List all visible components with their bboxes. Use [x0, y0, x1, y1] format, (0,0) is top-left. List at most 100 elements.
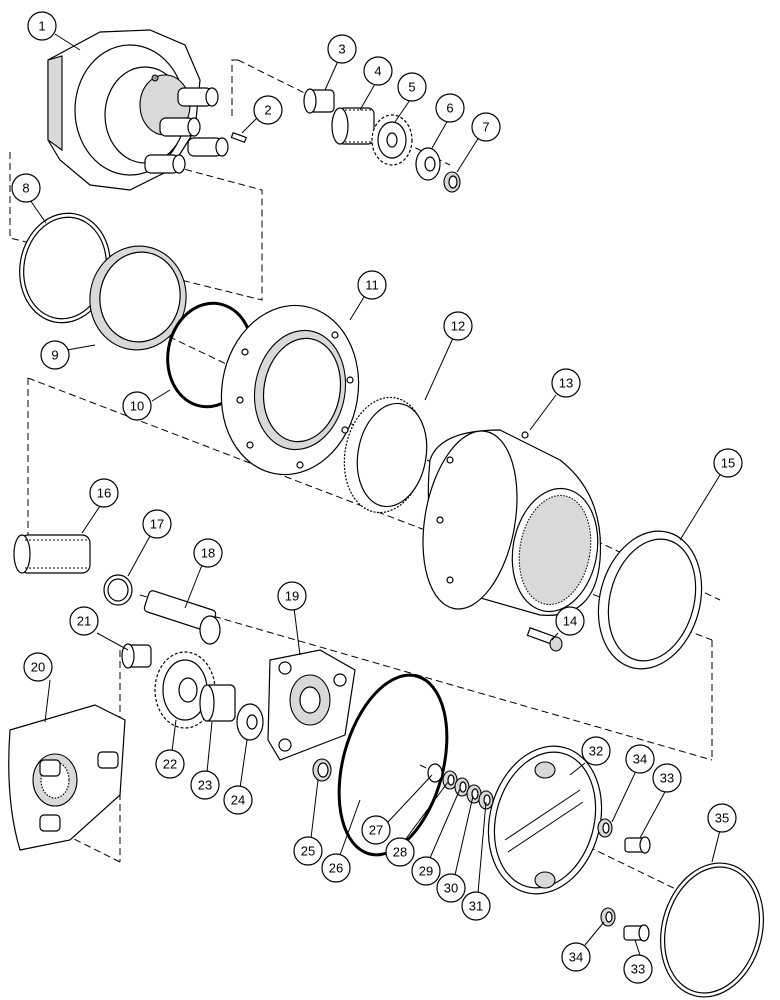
part-16-pinion: [13, 534, 91, 574]
svg-text:20: 20: [31, 660, 45, 675]
part-11-flange: [220, 304, 360, 476]
part-13-ring-gear-housing: [422, 429, 602, 616]
part-21-bushing: [121, 643, 152, 669]
part-30-ring: [466, 784, 482, 804]
callout-1: 1: [27, 11, 57, 41]
svg-text:29: 29: [419, 864, 433, 879]
part-34-ring-upper: [597, 818, 613, 838]
callout-15: 15: [713, 448, 743, 478]
part-7-snap-ring: [443, 171, 461, 193]
callout-33-upper: 33: [652, 763, 682, 793]
callout-leaders: [29, 33, 721, 956]
callout-27: 27: [361, 815, 391, 845]
callout-12: 12: [443, 311, 473, 341]
svg-text:27: 27: [369, 823, 383, 838]
svg-text:21: 21: [77, 614, 91, 629]
part-1-hub-housing: [47, 29, 229, 191]
callout-11: 11: [357, 270, 387, 300]
callout-4: 4: [363, 56, 393, 86]
svg-text:22: 22: [163, 757, 177, 772]
svg-text:33: 33: [660, 771, 674, 786]
callout-35: 35: [707, 803, 737, 833]
svg-text:25: 25: [301, 844, 315, 859]
part-20-planet-carrier: [8, 704, 126, 851]
callout-7: 7: [471, 112, 501, 142]
part-34-ring-lower: [600, 907, 616, 927]
part-18-shaft: [143, 590, 221, 645]
callout-8: 8: [11, 173, 41, 203]
callout-19: 19: [277, 581, 307, 611]
part-6-washer: [415, 147, 441, 181]
svg-text:31: 31: [469, 899, 483, 914]
callout-26: 26: [321, 853, 351, 883]
callout-9: 9: [40, 340, 70, 370]
part-35-retaining-ring: [659, 862, 765, 998]
callout-13: 13: [551, 368, 581, 398]
callout-21: 21: [69, 606, 99, 636]
part-14-bolt: [526, 627, 563, 652]
callout-5: 5: [397, 72, 427, 102]
callout-20: 20: [23, 652, 53, 682]
svg-text:4: 4: [374, 64, 381, 79]
part-32-end-cover: [487, 745, 603, 895]
svg-text:35: 35: [715, 811, 729, 826]
svg-text:5: 5: [408, 80, 415, 95]
svg-text:19: 19: [285, 589, 299, 604]
svg-text:17: 17: [150, 517, 164, 532]
part-19-carrier-plate: [267, 649, 356, 761]
part-17-snap-ring: [103, 574, 133, 606]
part-24-washer: [236, 703, 264, 741]
callout-22: 22: [155, 749, 185, 779]
callout-30: 30: [436, 873, 466, 903]
svg-text:13: 13: [559, 376, 573, 391]
callout-16: 16: [89, 478, 119, 508]
part-3-bushing: [303, 88, 335, 114]
callout-2: 2: [253, 95, 283, 125]
svg-text:12: 12: [451, 319, 465, 334]
part-25-snap-ring: [312, 758, 332, 782]
callout-33-lower: 33: [623, 954, 653, 984]
callout-34-lower: 34: [561, 942, 591, 972]
callout-34-upper: 34: [625, 744, 655, 774]
part-9-seal: [89, 245, 187, 351]
svg-text:23: 23: [198, 778, 212, 793]
svg-text:15: 15: [721, 456, 735, 471]
svg-text:1: 1: [38, 19, 45, 34]
svg-text:28: 28: [393, 845, 407, 860]
callout-18: 18: [193, 538, 223, 568]
part-5-gear: [371, 114, 413, 166]
svg-text:10: 10: [130, 399, 144, 414]
callout-24: 24: [223, 785, 253, 815]
part-33-plug-upper: [624, 836, 651, 854]
callout-10: 10: [122, 391, 152, 421]
svg-text:26: 26: [329, 861, 343, 876]
svg-text:18: 18: [201, 546, 215, 561]
callout-3: 3: [327, 34, 357, 64]
callout-25: 25: [293, 836, 323, 866]
part-12-bearing: [343, 396, 428, 514]
part-33-plug-lower: [623, 924, 650, 942]
svg-text:6: 6: [446, 101, 453, 116]
svg-text:14: 14: [563, 614, 577, 629]
svg-text:34: 34: [633, 752, 647, 767]
part-2-pin: [230, 131, 248, 143]
svg-text:33: 33: [631, 962, 645, 977]
callout-32: 32: [581, 736, 611, 766]
part-15-cover-ring: [597, 530, 703, 670]
svg-text:7: 7: [482, 120, 489, 135]
svg-text:11: 11: [365, 278, 379, 293]
part-23-spline-gear: [199, 684, 236, 722]
svg-text:8: 8: [22, 181, 29, 196]
svg-text:3: 3: [338, 42, 345, 57]
callout-14: 14: [555, 606, 585, 636]
callout-17: 17: [142, 509, 172, 539]
svg-text:30: 30: [444, 881, 458, 896]
callout-31: 31: [461, 891, 491, 921]
callout-28: 28: [385, 837, 415, 867]
svg-text:16: 16: [97, 486, 111, 501]
callouts: 1 2 3 4 5 6 7 8 9 10 11 12 13 14 15 16 1…: [11, 11, 743, 984]
part-8-ring: [19, 212, 111, 324]
callout-6: 6: [435, 93, 465, 123]
